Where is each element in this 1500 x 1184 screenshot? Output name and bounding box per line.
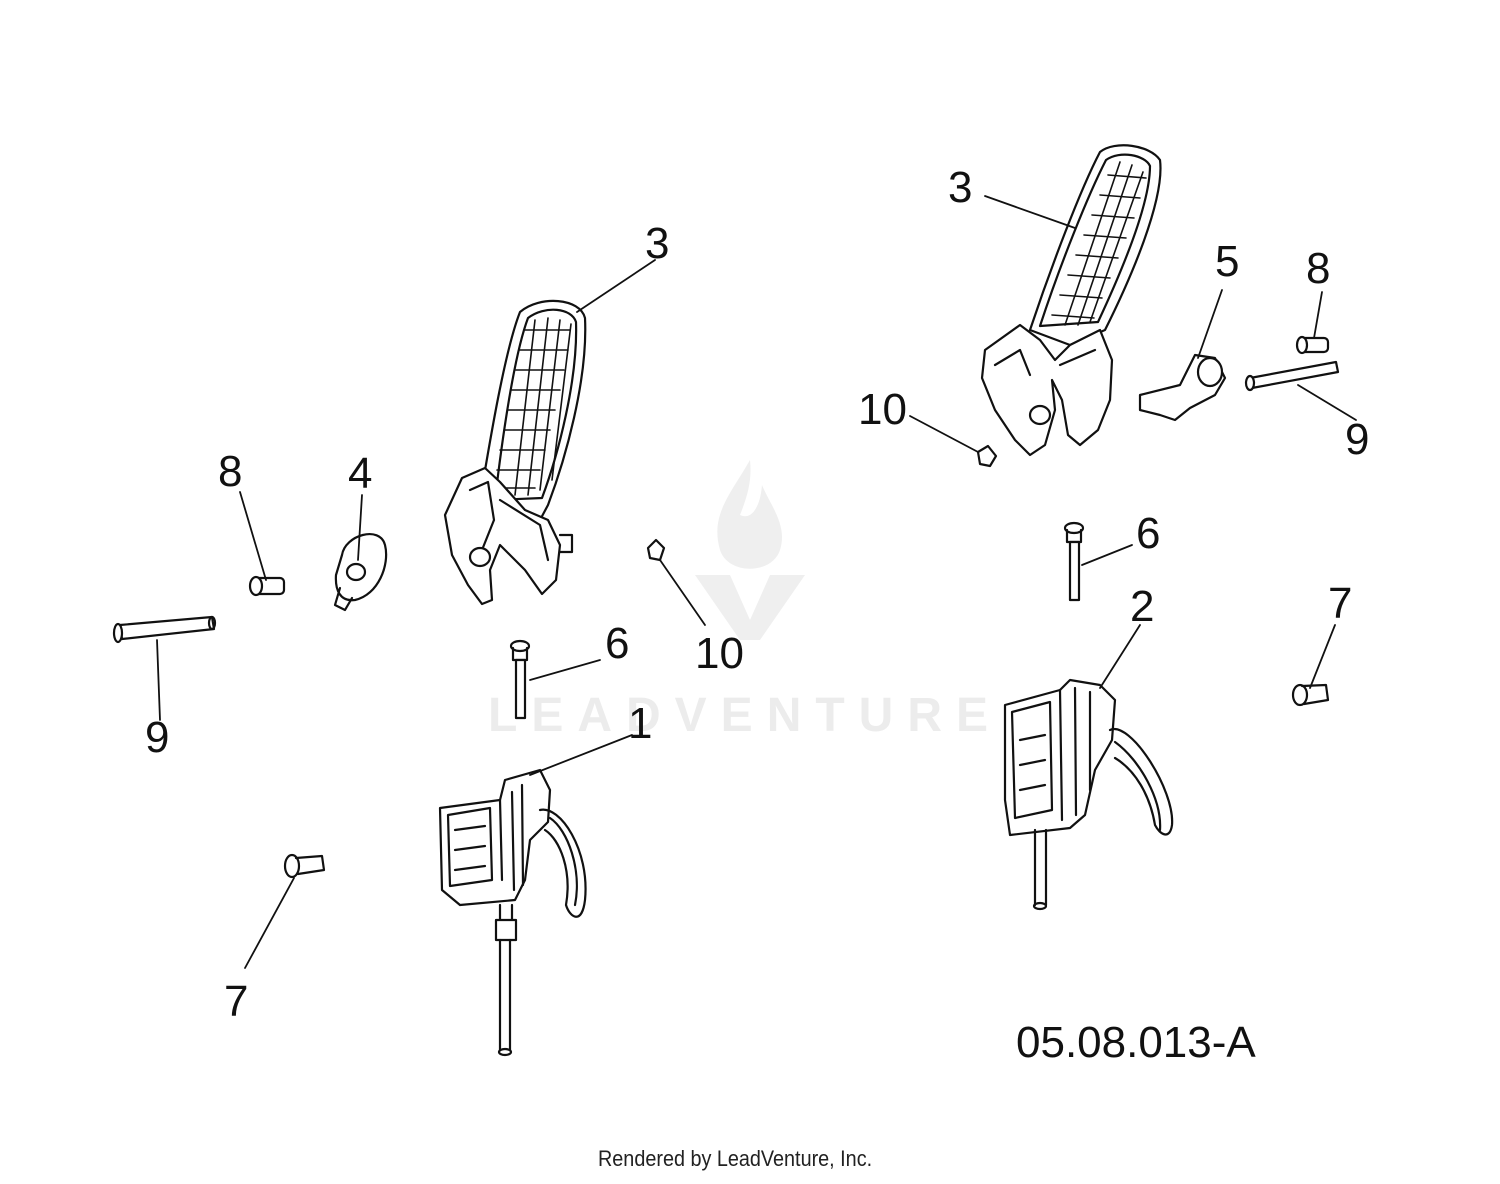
callout-7-right: 7 xyxy=(1328,579,1353,628)
callout-5-right: 5 xyxy=(1215,237,1240,286)
callout-8-right: 8 xyxy=(1306,244,1331,293)
part-8-right-pin xyxy=(1295,335,1330,355)
part-3-right-pedal xyxy=(980,144,1162,457)
part-1-left-switch xyxy=(438,768,587,1057)
part-4-left-cam xyxy=(333,533,388,612)
part-10-right-clip xyxy=(976,444,998,468)
part-5-right-cam xyxy=(1138,353,1227,422)
callout-9-left: 9 xyxy=(145,713,170,762)
callout-6-right: 6 xyxy=(1136,509,1161,558)
callout-8-left: 8 xyxy=(218,447,243,496)
part-6-right-bolt xyxy=(1063,521,1085,602)
callout-6-left: 6 xyxy=(605,619,630,668)
part-7-left-screw xyxy=(283,853,326,879)
part-6-left-bolt xyxy=(509,639,531,720)
leadventure-watermark-logo xyxy=(695,460,805,640)
callout-10-left: 10 xyxy=(695,629,744,678)
callout-1-left: 1 xyxy=(628,699,653,748)
render-credit: Rendered by LeadVenture, Inc. xyxy=(598,1146,873,1171)
callout-3-right: 3 xyxy=(948,163,973,212)
callout-2-right: 2 xyxy=(1130,582,1155,631)
leader-lines xyxy=(156,195,1357,969)
part-9-left-rod xyxy=(112,615,217,644)
callout-10-right: 10 xyxy=(858,385,907,434)
callout-7-left: 7 xyxy=(224,977,249,1026)
part-10-left-clip xyxy=(646,538,666,562)
part-9-right-rod xyxy=(1244,360,1340,392)
part-8-left-pin xyxy=(248,575,286,597)
callout-9-right: 9 xyxy=(1345,415,1370,464)
diagram-code: 05.08.013-A xyxy=(1016,1018,1256,1067)
part-7-right-screw xyxy=(1291,683,1330,707)
callout-3-left: 3 xyxy=(645,219,670,268)
part-3-left-pedal xyxy=(443,299,587,606)
part-2-right-switch xyxy=(1003,678,1174,911)
watermark-text: LEADVENTURE xyxy=(488,689,1003,742)
callout-4-left: 4 xyxy=(348,449,373,498)
